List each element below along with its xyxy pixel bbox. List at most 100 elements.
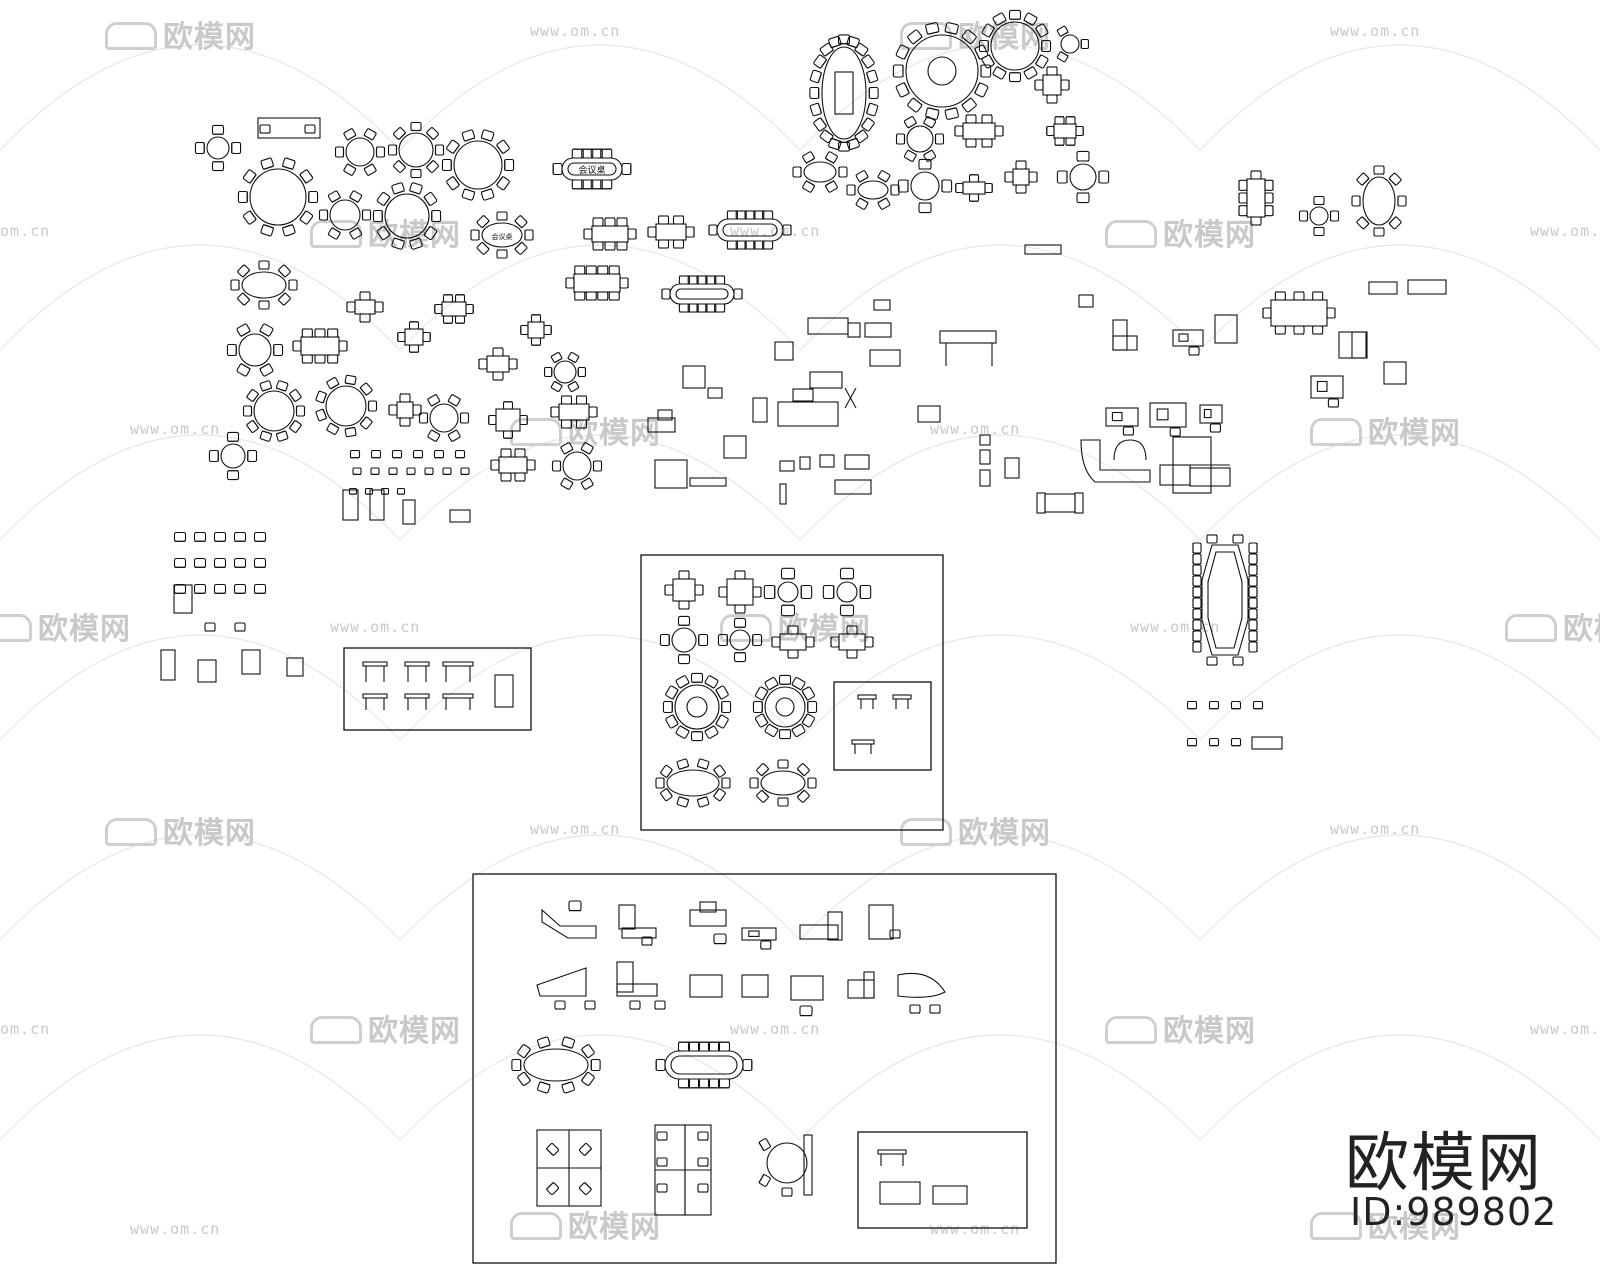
chair-symbol bbox=[839, 604, 855, 617]
chair-symbol bbox=[923, 149, 937, 162]
chair-symbol bbox=[865, 102, 879, 117]
chair-symbol bbox=[892, 64, 904, 78]
chair-symbol bbox=[193, 583, 207, 594]
chair-symbol bbox=[721, 777, 731, 789]
capsule-table-symbol bbox=[552, 148, 632, 190]
chair-symbol bbox=[687, 275, 699, 285]
chair-symbol bbox=[1192, 619, 1202, 631]
round-table-symbol bbox=[315, 374, 378, 438]
rect-table-symbol bbox=[1262, 291, 1336, 335]
chair-symbol bbox=[495, 139, 510, 155]
chair-symbol bbox=[1023, 12, 1038, 27]
chair-symbol bbox=[685, 226, 695, 238]
rect-table-symbol bbox=[488, 401, 528, 439]
chair-symbol bbox=[580, 477, 594, 490]
chair-symbol bbox=[1250, 170, 1262, 180]
chair-symbol bbox=[236, 363, 251, 377]
rect-table-symbol bbox=[388, 393, 422, 427]
chair-symbol bbox=[514, 241, 528, 255]
watermark-logo: 欧模网 bbox=[720, 604, 871, 648]
chair-symbol bbox=[226, 431, 240, 442]
chair-symbol bbox=[744, 210, 756, 220]
table-elevation-symbol bbox=[442, 661, 474, 682]
chair-symbol bbox=[441, 158, 452, 172]
round-table-symbol bbox=[237, 157, 319, 237]
chair-symbol bbox=[211, 161, 225, 172]
chair-symbol bbox=[308, 190, 319, 204]
chair-symbol bbox=[592, 460, 603, 472]
chair-symbol bbox=[314, 328, 326, 338]
chair-symbol bbox=[504, 158, 515, 172]
chair-symbol bbox=[259, 124, 271, 134]
chair-symbol bbox=[454, 315, 466, 324]
chair-symbol bbox=[424, 467, 434, 475]
chair-symbol bbox=[567, 351, 580, 364]
round-table-symbol bbox=[543, 351, 587, 393]
rect-table-symbol bbox=[718, 570, 762, 614]
chair-symbol bbox=[253, 557, 267, 568]
frame-table-elevations bbox=[343, 647, 532, 731]
chair-symbol bbox=[752, 633, 763, 647]
furniture-block bbox=[173, 584, 193, 614]
chair-symbol bbox=[592, 217, 604, 227]
chair-symbol bbox=[733, 617, 747, 628]
chair-symbol bbox=[621, 162, 632, 176]
round-table-symbol bbox=[978, 9, 1052, 83]
chair-symbol bbox=[315, 408, 328, 422]
chair-symbol bbox=[1356, 172, 1370, 186]
chair-symbol bbox=[211, 124, 225, 135]
chair-symbol bbox=[1065, 116, 1076, 125]
chair-symbol bbox=[571, 179, 584, 190]
table-elevation-symbol bbox=[851, 739, 875, 754]
round-table-symbol bbox=[895, 116, 945, 162]
round-table-symbol bbox=[242, 380, 306, 442]
chair-symbol bbox=[744, 240, 756, 250]
chair-symbol bbox=[859, 584, 872, 600]
chair-symbol bbox=[410, 168, 422, 179]
chair-symbol bbox=[1230, 700, 1242, 710]
chair-symbol bbox=[583, 228, 593, 240]
chair-symbol bbox=[406, 467, 416, 475]
furniture-block bbox=[402, 499, 416, 525]
chair-symbol bbox=[1034, 23, 1049, 38]
round-table-symbol bbox=[1298, 195, 1340, 237]
chair-symbol bbox=[676, 796, 689, 808]
round-table-symbol bbox=[897, 158, 953, 214]
chair-symbol bbox=[944, 22, 959, 35]
chair-symbol bbox=[705, 275, 717, 285]
chair-symbol bbox=[819, 129, 834, 144]
lazy-susan bbox=[775, 697, 795, 717]
chair-symbol bbox=[488, 414, 497, 426]
chair-symbol bbox=[288, 279, 298, 291]
chair-symbol bbox=[994, 125, 1004, 137]
round-table-symbol bbox=[334, 128, 386, 176]
chair-symbol bbox=[854, 42, 869, 57]
chair-symbol bbox=[713, 788, 726, 802]
chair-symbol bbox=[502, 401, 514, 410]
chair-symbol bbox=[442, 294, 454, 303]
chair-symbol bbox=[1248, 553, 1258, 565]
watermark-url: www.om.cn bbox=[930, 1220, 1021, 1238]
chair-symbol bbox=[561, 1036, 575, 1049]
chair-symbol bbox=[714, 303, 726, 313]
chair-symbol bbox=[1264, 205, 1274, 217]
rect-table-symbol bbox=[771, 625, 815, 659]
chair-symbol bbox=[543, 324, 552, 336]
chair-symbol bbox=[704, 725, 719, 739]
chair-symbol bbox=[454, 449, 466, 459]
chair-symbol bbox=[791, 723, 806, 738]
furniture-block bbox=[819, 454, 835, 468]
furniture-block bbox=[1112, 319, 1128, 351]
chair-symbol bbox=[388, 467, 398, 475]
furniture-block bbox=[682, 365, 706, 389]
furniture-block bbox=[869, 349, 901, 367]
chair-symbol bbox=[697, 1157, 709, 1167]
chair-symbol bbox=[277, 292, 291, 306]
chair-symbol bbox=[260, 157, 274, 170]
curved-office-desk bbox=[541, 908, 597, 939]
chair-symbol bbox=[608, 265, 620, 275]
chair-symbol bbox=[1015, 160, 1027, 170]
chair-symbol bbox=[764, 723, 779, 738]
furniture-block bbox=[1214, 314, 1238, 344]
